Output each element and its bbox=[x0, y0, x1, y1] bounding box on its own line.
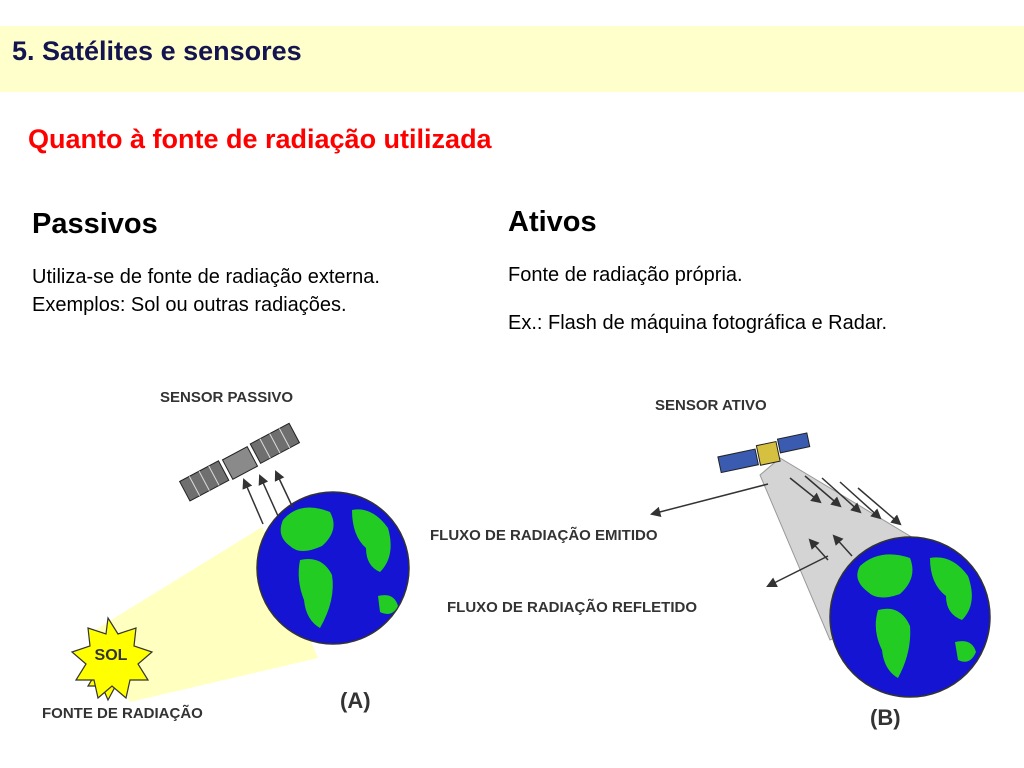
sun-icon: SOL bbox=[70, 616, 154, 702]
panel-a-label: (A) bbox=[340, 688, 371, 713]
beam-arrow bbox=[804, 475, 842, 508]
header-band bbox=[0, 26, 1024, 92]
section-subtitle: Quanto à fonte de radiação utilizada bbox=[28, 124, 492, 154]
panel-b-label: (B) bbox=[870, 705, 901, 730]
emitted-flux-label: FLUXO DE RADIAÇÃO EMITIDO bbox=[430, 526, 658, 544]
earth-globe-a bbox=[256, 491, 410, 645]
passive-line-1: Utiliza-se de fonte de radiação externa. bbox=[32, 266, 380, 288]
passive-arrow bbox=[274, 470, 294, 509]
active-heading: Ativos bbox=[508, 206, 597, 238]
beam-arrow bbox=[832, 534, 853, 557]
reflected-flux-arrow bbox=[766, 555, 829, 587]
passive-arrow bbox=[258, 474, 279, 517]
slide-title: 5. Satélites e sensores bbox=[12, 36, 302, 66]
passive-heading: Passivos bbox=[32, 208, 158, 240]
active-line-1: Fonte de radiação própria. bbox=[508, 264, 743, 286]
passive-satellite-icon bbox=[178, 422, 301, 502]
beam-arrow bbox=[789, 477, 822, 504]
reflected-flux-label: FLUXO DE RADIAÇÃO REFLETIDO bbox=[447, 598, 697, 616]
beam-arrow bbox=[821, 477, 862, 514]
sensor-passive-label: SENSOR PASSIVO bbox=[160, 389, 293, 406]
emitted-flux-arrow bbox=[649, 483, 769, 517]
active-line-2: Ex.: Flash de máquina fotográfica e Rada… bbox=[508, 312, 888, 334]
beam-arrow bbox=[839, 481, 882, 520]
passive-line-2: Exemplos: Sol ou outras radiações. bbox=[32, 294, 347, 316]
sun-label: SOL bbox=[95, 647, 128, 664]
beam-arrow bbox=[857, 487, 902, 526]
sensor-active-label: SENSOR ATIVO bbox=[655, 397, 767, 414]
radiation-source-label: FONTE DE RADIAÇÃO bbox=[42, 704, 203, 722]
earth-globe-b bbox=[829, 536, 991, 698]
active-satellite-icon bbox=[717, 432, 811, 474]
passive-arrow bbox=[242, 478, 264, 525]
